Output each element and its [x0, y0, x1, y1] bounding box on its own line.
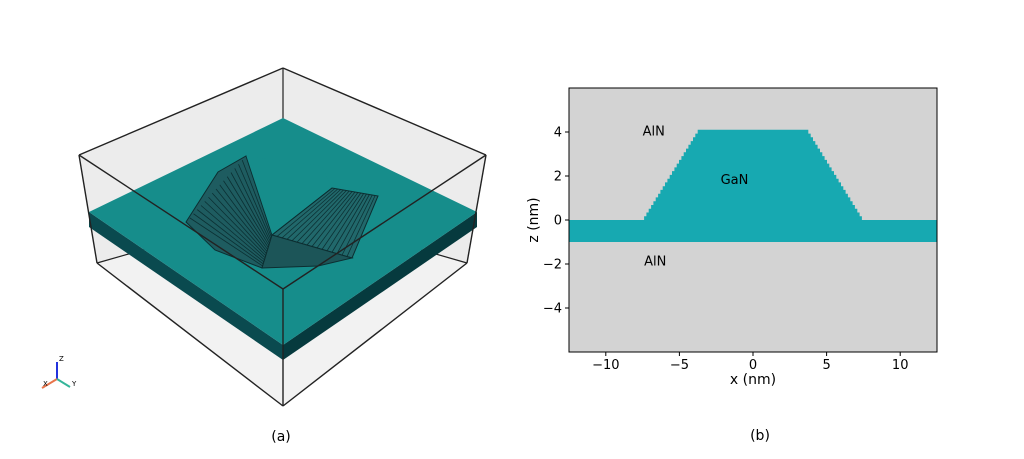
x-axis-arrow: [41, 378, 58, 389]
axes-triad: Z X Y: [41, 355, 77, 389]
region-label-aln: AlN: [643, 125, 665, 140]
x-tick-label: 10: [892, 358, 909, 373]
panel-b-caption: (b): [750, 428, 770, 444]
x-ticks: −10 −5 0 5 10: [592, 352, 908, 373]
gan-region: [569, 129, 937, 242]
region-label-gan: GaN: [721, 173, 749, 188]
region-labels: AlN GaN AlN: [643, 125, 749, 270]
y-tick-label: −2: [543, 258, 562, 273]
region-label-aln: AlN: [644, 254, 666, 269]
x-tick-label: 5: [822, 358, 830, 373]
x-tick-label: 0: [749, 358, 757, 373]
y-axis-arrow: [56, 378, 71, 388]
y-axis-label: z (nm): [526, 197, 542, 242]
panel-a-3d-view: Z X Y (a): [41, 67, 487, 445]
y-ticks: −4 −2 0 2 4: [543, 126, 569, 317]
dot-top: [246, 156, 332, 235]
triad-z-label: Z: [59, 355, 64, 363]
quantum-dot: [185, 155, 379, 269]
y-tick-label: 2: [554, 170, 562, 185]
gan-shape: [569, 129, 937, 242]
x-axis-label: x (nm): [730, 372, 776, 388]
y-tick-label: −4: [543, 302, 562, 317]
y-tick-label: 0: [554, 214, 562, 229]
x-tick-label: −10: [592, 358, 619, 373]
triad-x-label: X: [43, 380, 48, 388]
panel-a-caption: (a): [271, 429, 291, 445]
triad-y-label: Y: [71, 380, 77, 388]
dot-step-lines: [189, 155, 376, 267]
wetting-layer-left-side: [89, 212, 283, 360]
wetting-layer-right-side: [283, 212, 477, 360]
y-tick-label: 4: [554, 126, 562, 141]
x-tick-label: −5: [670, 358, 689, 373]
panel-b-cross-section: −10 −5 0 5 10 −4 −2 0 2 4 AlN GaN AlN x (nm) z (nm…: [526, 87, 938, 444]
box-front-edges: [78, 67, 487, 407]
